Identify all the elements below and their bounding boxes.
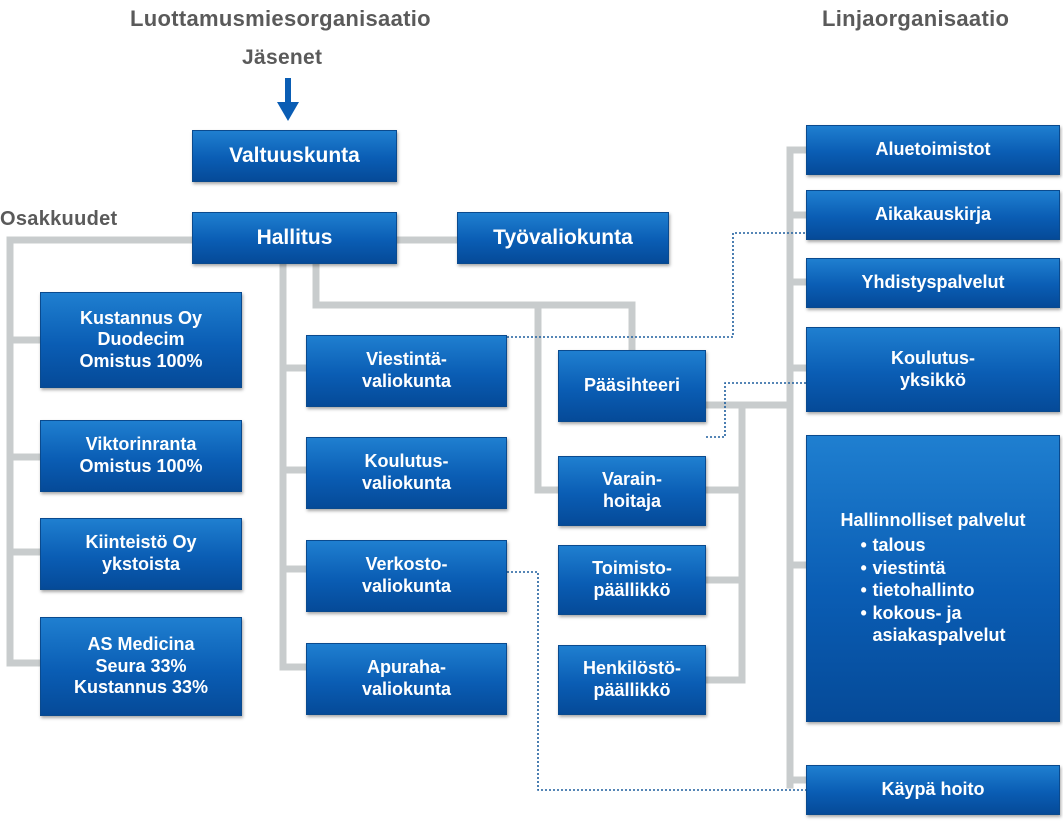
admin-item-meetings: kokous- ja asiakaspalvelut: [860, 602, 1005, 647]
box-association-services: Yhdistyspalvelut: [806, 258, 1060, 308]
box-treasurer: Varain- hoitaja: [558, 456, 706, 526]
dotted-link-journal: [507, 232, 806, 338]
box-office-manager: Toimisto- päällikkö: [558, 545, 706, 615]
box-treasurer-label: Varain- hoitaja: [601, 469, 663, 511]
box-subsidiary-2: Viktorinranta Omistus 100%: [40, 420, 242, 492]
box-office-manager-label: Toimisto- päällikkö: [592, 558, 672, 600]
admin-item-finance: talous: [860, 534, 1005, 557]
header-trust-organisation: Luottamusmiesorganisaatio: [130, 6, 431, 31]
box-committee-network-label: Verkosto- valiokunta: [361, 554, 452, 596]
box-association-services-label: Yhdistyspalvelut: [861, 272, 1005, 293]
box-subsidiary-4-label: AS Medicina Seura 33% Kustannus 33%: [73, 634, 209, 698]
box-hr-manager: Henkilöstö- päällikkö: [558, 645, 706, 715]
box-committee-grants: Apuraha- valiokunta: [306, 643, 507, 715]
box-education-unit-label: Koulutus- yksikkö: [891, 347, 975, 390]
box-council-label: Valtuuskunta: [229, 144, 360, 168]
admin-services-title: Hallinnolliset palvelut: [840, 510, 1026, 531]
box-subsidiary-4: AS Medicina Seura 33% Kustannus 33%: [40, 617, 242, 716]
label-members: Jäsenet: [242, 46, 323, 69]
box-subsidiary-1: Kustannus Oy Duodecim Omistus 100%: [40, 292, 242, 388]
box-committee-grants-label: Apuraha- valiokunta: [361, 657, 452, 699]
box-regional-offices: Aluetoimistot: [806, 125, 1060, 175]
box-subsidiary-3-label: Kiinteistö Oy ykstoista: [85, 532, 197, 574]
box-committee-communications-label: Viestintä- valiokunta: [361, 349, 452, 391]
box-committee-network: Verkosto- valiokunta: [306, 540, 507, 612]
box-committee-education-label: Koulutus- valiokunta: [361, 451, 452, 493]
header-line-organisation: Linjaorganisaatio: [822, 6, 1010, 31]
box-board: Hallitus: [192, 212, 397, 264]
admin-item-it: tietohallinto: [860, 579, 1005, 602]
admin-services-list: talous viestintä tietohallinto kokous- j…: [860, 534, 1005, 647]
box-regional-offices-label: Aluetoimistot: [875, 139, 991, 160]
dotted-link-education: [706, 382, 806, 438]
box-working-committee-label: Työvaliokunta: [493, 226, 633, 250]
label-subsidiaries: Osakkuudet: [0, 208, 118, 230]
box-kaypa-hoito-label: Käypä hoito: [881, 779, 985, 800]
box-journal: Aikakauskirja: [806, 190, 1060, 240]
box-board-label: Hallitus: [256, 226, 333, 250]
members-arrow: [277, 78, 299, 121]
box-subsidiary-3: Kiinteistö Oy ykstoista: [40, 518, 242, 590]
box-committee-communications: Viestintä- valiokunta: [306, 335, 507, 407]
box-committee-education: Koulutus- valiokunta: [306, 437, 507, 509]
box-working-committee: Työvaliokunta: [457, 212, 669, 264]
box-hr-manager-label: Henkilöstö- päällikkö: [582, 658, 681, 700]
box-education-unit: Koulutus- yksikkö: [806, 327, 1060, 412]
box-council: Valtuuskunta: [192, 130, 397, 182]
admin-item-communications: viestintä: [860, 557, 1005, 580]
box-subsidiary-1-label: Kustannus Oy Duodecim Omistus 100%: [79, 307, 203, 371]
box-kaypa-hoito: Käypä hoito: [806, 765, 1060, 815]
box-subsidiary-2-label: Viktorinranta Omistus 100%: [79, 434, 203, 476]
arrow-down-icon: [277, 102, 299, 121]
box-journal-label: Aikakauskirja: [874, 204, 992, 225]
box-secretary-general: Pääsihteeri: [558, 350, 706, 422]
box-administrative-services: Hallinnolliset palvelut talous viestintä…: [806, 435, 1060, 722]
dotted-link-kaypa-hoito: [507, 571, 806, 791]
box-secretary-general-label: Pääsihteeri: [583, 375, 681, 396]
